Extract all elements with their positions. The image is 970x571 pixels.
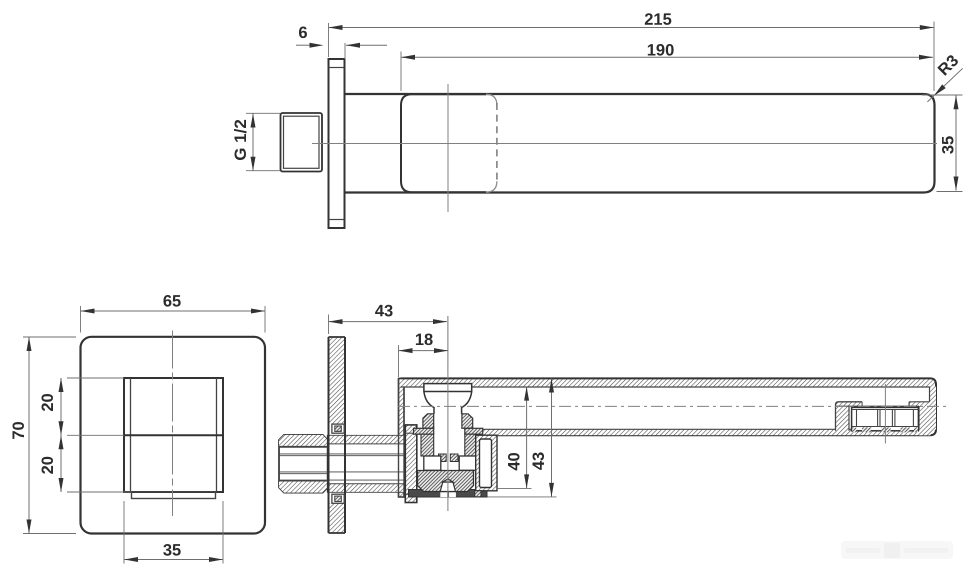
- svg-text:35: 35: [163, 541, 181, 559]
- svg-text:43: 43: [530, 452, 548, 470]
- svg-text:20: 20: [39, 393, 57, 411]
- svg-text:35: 35: [940, 136, 958, 154]
- svg-text:65: 65: [163, 292, 181, 310]
- svg-text:40: 40: [506, 452, 524, 470]
- svg-text:215: 215: [644, 11, 672, 29]
- svg-text:70: 70: [10, 421, 28, 439]
- svg-text:6: 6: [298, 24, 307, 42]
- svg-text:18: 18: [415, 331, 433, 349]
- svg-text:43: 43: [375, 302, 393, 320]
- svg-text:20: 20: [39, 456, 57, 474]
- svg-text:G 1/2: G 1/2: [231, 119, 250, 161]
- svg-text:190: 190: [647, 41, 675, 59]
